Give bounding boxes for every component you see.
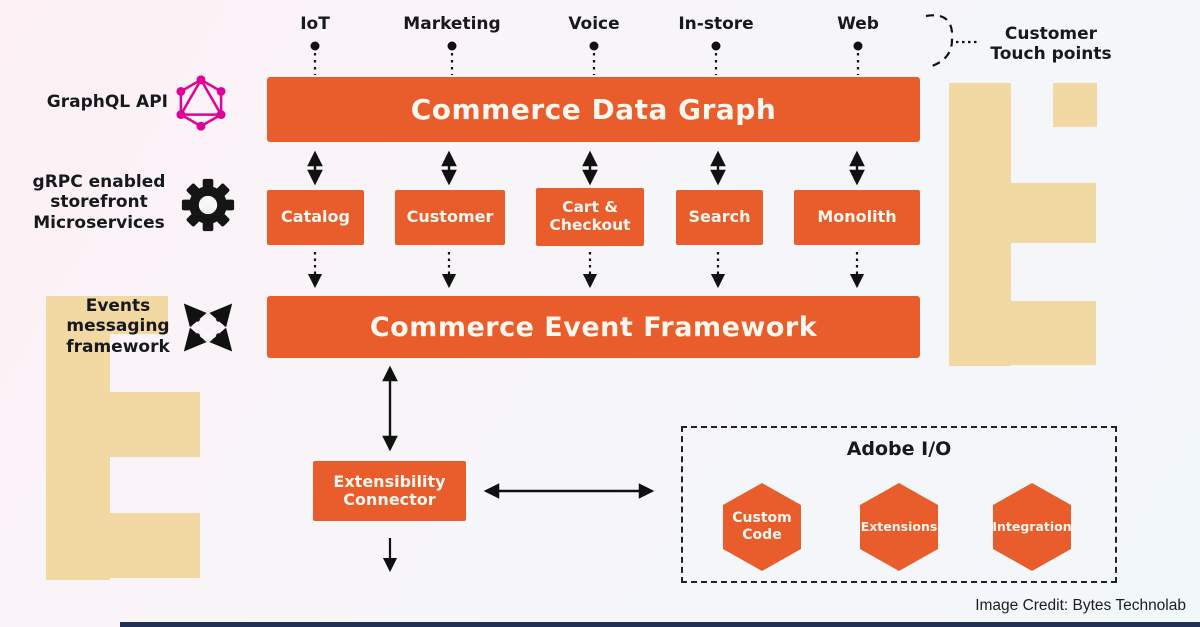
touchpoint-web: Web (837, 14, 879, 34)
deco-block (949, 83, 1011, 366)
commerce-data-graph-bar: Commerce Data Graph (267, 77, 920, 142)
touchpoint-dotted-connectors (310, 41, 863, 75)
four-diagonal-arrows-icon (183, 303, 233, 352)
events-messaging-label: Events messaging framework (66, 296, 170, 357)
extensibility-connector-box: Extensibility Connector (313, 461, 466, 521)
grpc-microservices-label: gRPC enabled storefront Microservices (32, 172, 166, 233)
service-box-catalog: Catalog (267, 190, 364, 245)
service-box-search: Search (676, 190, 763, 245)
touchpoint-voice: Voice (568, 14, 620, 34)
deco-block (1011, 301, 1096, 365)
service-box-monolith: Monolith (794, 190, 920, 245)
adobe-io-group: Adobe I/O (681, 426, 1117, 583)
touchpoint-iot: IoT (300, 14, 330, 34)
service-box-cart-checkout: Cart & Checkout (536, 188, 644, 246)
customer-touchpoints-label: Customer Touch points (990, 24, 1112, 65)
deco-block (1011, 183, 1096, 243)
touchpoint-instore: In-store (678, 14, 754, 34)
bottom-accent-bar (120, 622, 1200, 627)
adobe-io-title: Adobe I/O (846, 438, 952, 460)
deco-block (110, 513, 200, 578)
deco-block (110, 296, 168, 334)
deco-block (46, 296, 110, 580)
image-credit: Image Credit: Bytes Technolab (975, 597, 1186, 614)
deco-block (1053, 83, 1097, 127)
touchpoint-marketing: Marketing (403, 14, 501, 34)
deco-block (110, 392, 200, 457)
gear-icon (181, 178, 235, 232)
service-box-customer: Customer (395, 190, 505, 245)
commerce-event-framework-bar: Commerce Event Framework (267, 296, 920, 358)
graphql-api-label: GraphQL API (46, 92, 168, 112)
graphql-logo-icon (176, 75, 226, 131)
graph-service-arrows (307, 150, 865, 186)
service-event-arrows (307, 252, 865, 289)
dashed-brace-icon (925, 14, 977, 69)
